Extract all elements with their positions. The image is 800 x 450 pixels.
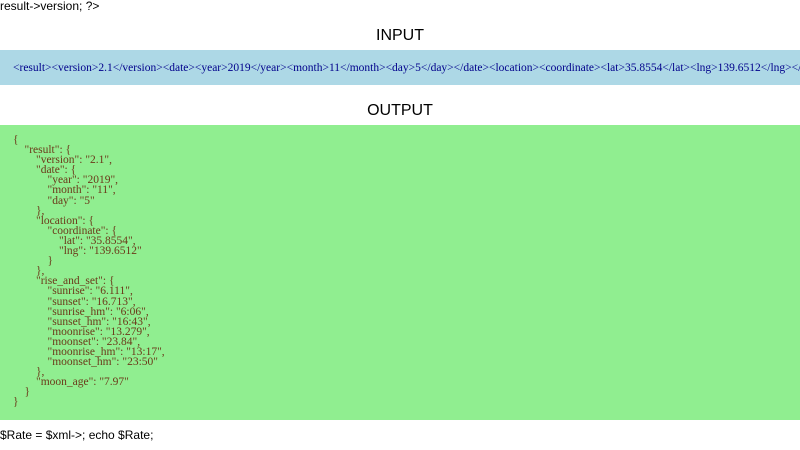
- php-leftover-bottom-text: $Rate = $xml->; echo $Rate;: [0, 428, 154, 442]
- input-heading: INPUT: [376, 27, 424, 44]
- output-json-text: { "result": { "version": "2.1", "date": …: [13, 134, 165, 409]
- php-leftover-top-text: result->version; ?>: [0, 0, 100, 13]
- input-xml-text: <result><version>2.1</version><date><yea…: [13, 62, 800, 74]
- output-heading: OUTPUT: [367, 102, 433, 119]
- input-xml-box: <result><version>2.1</version><date><yea…: [0, 50, 800, 85]
- output-json-box: { "result": { "version": "2.1", "date": …: [0, 125, 800, 420]
